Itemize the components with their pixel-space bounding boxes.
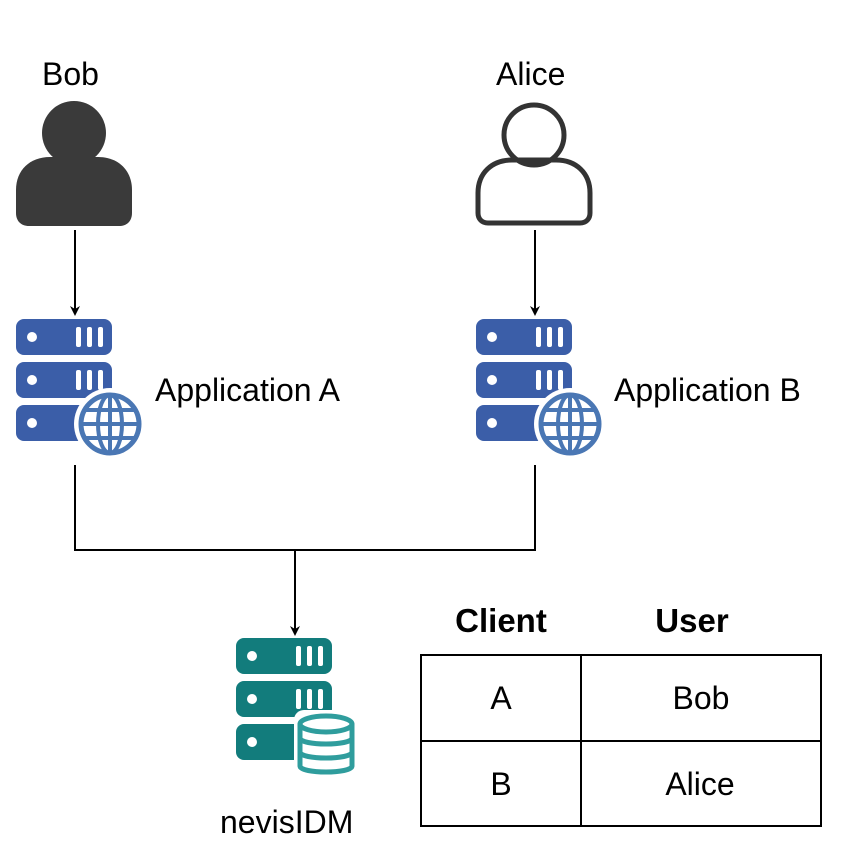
user-filled-icon	[16, 101, 132, 226]
table-cell-user-bob: Bob	[672, 680, 730, 716]
database-server-icon	[236, 638, 358, 780]
edge-apps-to-nevisidm	[74, 465, 536, 634]
application-a-label: Application A	[155, 372, 341, 408]
application-b-label: Application B	[614, 372, 801, 408]
table-header-user: User	[655, 602, 729, 639]
bob-label: Bob	[42, 56, 99, 92]
database-icon	[294, 710, 358, 780]
user-outline-icon	[475, 102, 593, 226]
table-cell-user-alice: Alice	[665, 766, 735, 802]
table-cell-client-b: B	[490, 766, 512, 802]
table-header-client: Client	[455, 602, 547, 639]
mapping-table-grid	[420, 654, 822, 827]
nevisidm-label: nevisIDM	[220, 804, 354, 840]
globe-icon	[74, 388, 146, 460]
web-server-icon	[476, 319, 606, 460]
alice-label: Alice	[496, 56, 566, 92]
table-cell-client-a: A	[490, 680, 512, 716]
globe-icon	[534, 388, 606, 460]
web-server-icon	[16, 319, 146, 460]
